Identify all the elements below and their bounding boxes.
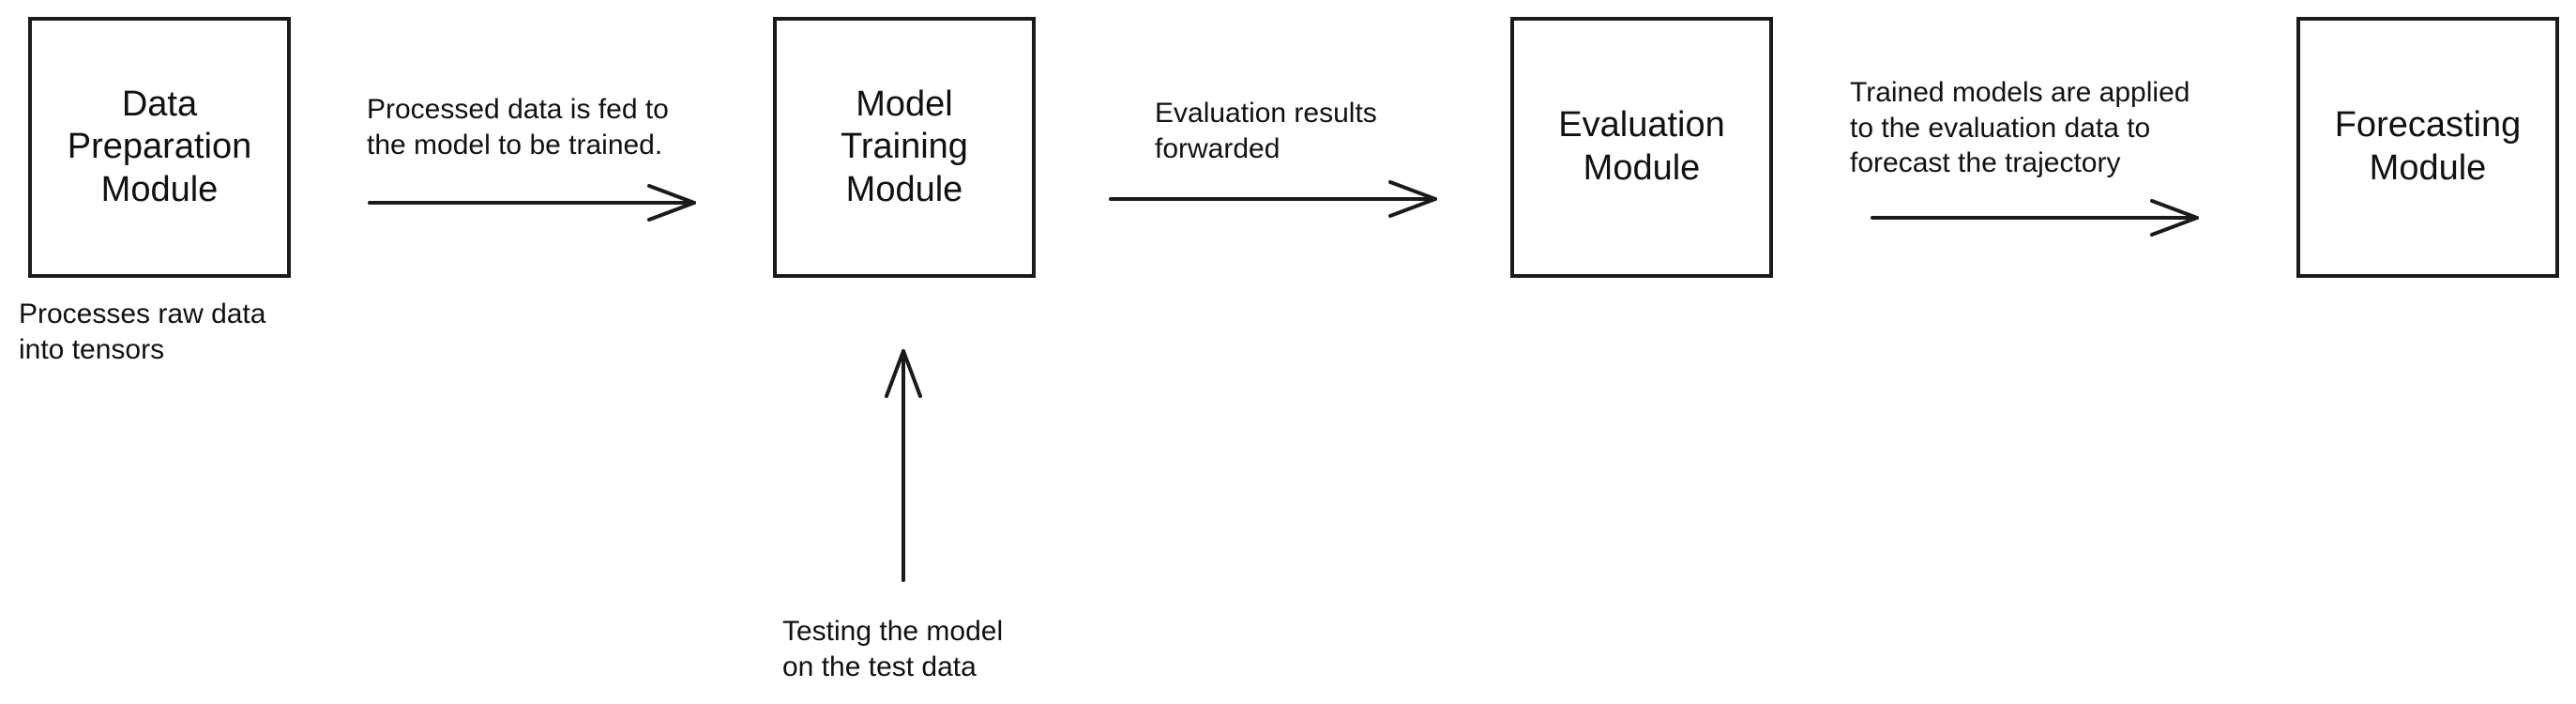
forecasting-module: Forecasting Module xyxy=(2296,17,2559,278)
forecasting-module-label: Forecasting Module xyxy=(2334,105,2522,188)
note-trained-models-applied: Trained models are applied to the evalua… xyxy=(1850,77,2190,178)
arrow-testing-to-training xyxy=(885,349,922,582)
data-preparation-module-label: Data Preparation Module xyxy=(67,84,252,209)
note-fed-to-model: Processed data is fed to the model to be… xyxy=(367,94,669,161)
model-training-module: Model Training Module xyxy=(773,17,1036,278)
note-raw-data: Processes raw data into tensors xyxy=(19,298,266,365)
data-preparation-module: Data Preparation Module xyxy=(28,17,291,278)
note-testing: Testing the model on the test data xyxy=(782,616,1004,682)
arrow-evaluation-to-forecasting xyxy=(1871,199,2199,237)
evaluation-module-label: Evaluation Module xyxy=(1558,105,1725,188)
model-training-module-label: Model Training Module xyxy=(841,84,968,209)
evaluation-module: Evaluation Module xyxy=(1510,17,1773,278)
arrow-prep-to-training xyxy=(368,184,696,222)
arrow-training-to-evaluation xyxy=(1109,180,1437,218)
note-evaluation-forwarded: Evaluation results forwarded xyxy=(1155,98,1377,164)
